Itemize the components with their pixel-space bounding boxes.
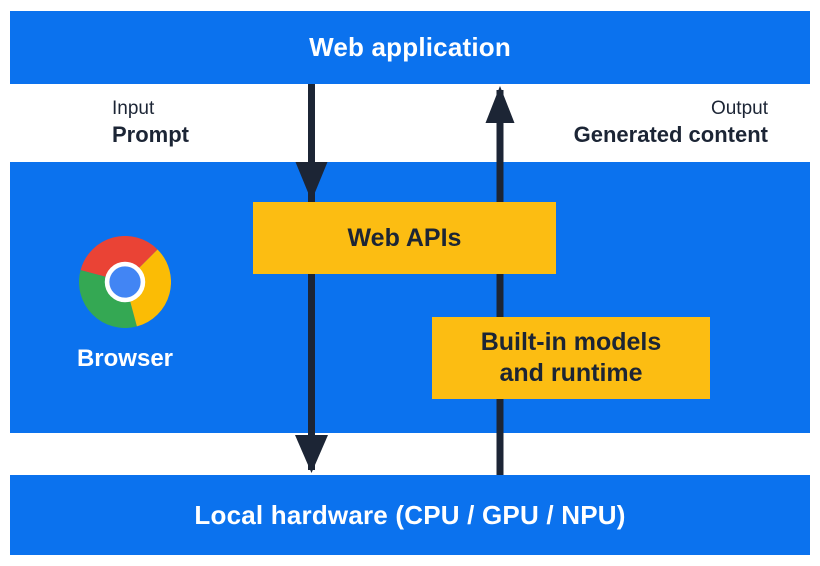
built-in-models-box: Built-in models and runtime <box>432 317 710 399</box>
output-label-group: Output Generated content <box>574 97 768 148</box>
input-caption: Input <box>112 98 155 119</box>
up-arrow-icon <box>485 86 515 123</box>
web-apis-box: Web APIs <box>253 202 556 274</box>
web-application-bar: Web application <box>10 11 810 84</box>
down-arrow-bottom-icon <box>295 435 328 473</box>
web-apis-label: Web APIs <box>347 223 462 252</box>
web-application-label: Web application <box>309 32 511 62</box>
local-hardware-label: Local hardware (CPU / GPU / NPU) <box>194 499 626 530</box>
built-in-models-line1: Built-in models <box>480 328 662 356</box>
local-hardware-bar: Local hardware (CPU / GPU / NPU) <box>10 475 810 555</box>
browser-label: Browser <box>76 345 174 372</box>
input-label-group: Input Prompt <box>112 97 189 148</box>
chrome-logo-icon <box>79 236 171 328</box>
built-in-models-line2: and runtime <box>499 359 643 387</box>
input-value-label: Prompt <box>112 122 189 147</box>
output-caption: Output <box>710 98 768 119</box>
output-value-label: Generated content <box>573 122 768 147</box>
